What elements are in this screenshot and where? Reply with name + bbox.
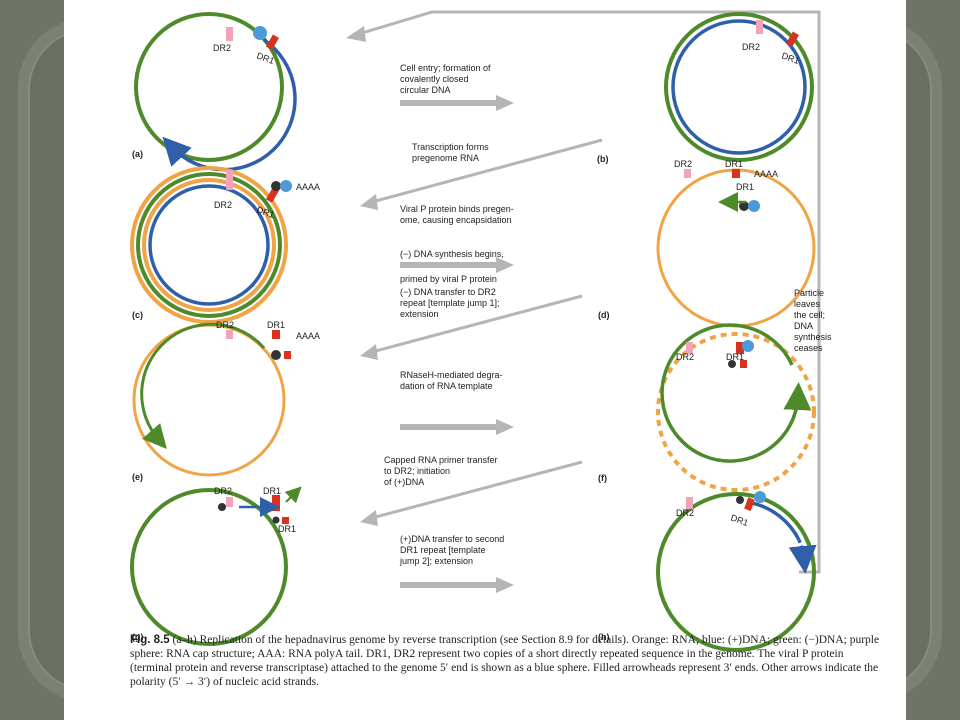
step-7-line-2: to DR2; initiation: [384, 466, 450, 476]
step-1-line-1: Cell entry; formation of: [400, 63, 491, 73]
panel-label-e: (e): [132, 472, 143, 482]
side-note-line-6: ceases: [794, 343, 823, 353]
polya-label: AAAA: [296, 182, 320, 192]
step-4-line-2: primed by viral P protein: [400, 274, 497, 284]
step-3-line-1: Viral P protein binds pregen-: [400, 204, 514, 214]
side-note-line-1: Particle: [794, 288, 824, 298]
step-6-line-1: RNaseH-mediated degra-: [400, 370, 503, 380]
dr2-label: DR2: [742, 42, 760, 52]
panel-b-diagram: DR2 DR1 (b): [597, 12, 814, 164]
dr2-label: DR2: [214, 200, 232, 210]
return-arrowhead: [346, 26, 366, 42]
polya-label: AAAA: [296, 331, 320, 341]
panel-label-a: (a): [132, 149, 143, 159]
panel-label-g: (g): [132, 632, 144, 642]
panel-label-c: (c): [132, 310, 143, 320]
panel-h-diagram: DR2 DR1 (h): [598, 491, 817, 652]
panel-a-diagram: DR2 DR1 (a): [132, 12, 297, 172]
step-8-line-2: DR1 repeat [template: [400, 545, 486, 555]
step-arrow-6: [400, 419, 514, 435]
step-7-line-1: Capped RNA primer transfer: [384, 455, 498, 465]
polya-label: AAAA: [754, 169, 778, 179]
step-5-line-2: repeat [template jump 1];: [400, 298, 500, 308]
step-5-line-1: (−) DNA transfer to DR2: [400, 287, 496, 297]
side-note-line-5: synthesis: [794, 332, 832, 342]
step-3-line-2: ome, causing encapsidation: [400, 215, 512, 225]
step-6-line-2: dation of RNA template: [400, 381, 493, 391]
dr2-label: DR2: [213, 43, 231, 53]
dr1-label: DR1: [729, 512, 749, 528]
dr2-label: DR2: [676, 352, 694, 362]
step-arrow-1: [400, 95, 514, 111]
step-1-line-2: covalently closed: [400, 74, 469, 84]
dr2-label: DR2: [676, 508, 694, 518]
panel-d-diagram: DR2 DR1 AAAA DR1 (d): [598, 159, 816, 328]
panel-g-diagram: DR2 DR1 DR1 (g): [130, 486, 302, 646]
dr2-label: DR2: [214, 486, 232, 496]
step-arrow-3: [400, 257, 514, 273]
diagonal-arrows: [360, 138, 603, 526]
dr1-second-label: DR1: [736, 182, 754, 192]
figure-caption: Fig. 8.5 (a–h) Replication of the hepadn…: [130, 633, 882, 689]
diag-arrowhead-2: [360, 194, 378, 210]
step-5-line-3: extension: [400, 309, 439, 319]
panel-e-diagram: DR2 DR1 AAAA (e): [132, 320, 320, 482]
panel-label-f: (f): [598, 473, 607, 483]
dr1-second-label: DR1: [278, 524, 296, 534]
step-2-line-2: pregenome RNA: [412, 153, 479, 163]
panel-c-diagram: AAAA DR2 DR1 (c): [130, 166, 320, 324]
panel-f-diagram: DR2 DR1 (f): [598, 323, 816, 492]
step-arrow-8: [400, 577, 514, 593]
panel-label-d: (d): [598, 310, 610, 320]
replication-diagram: DR2 DR1 (a) DR2 DR1 (b) AAAA DR2 DR1: [130, 10, 832, 652]
panel-label-b: (b): [597, 154, 609, 164]
dr1-label: DR1: [725, 159, 743, 169]
dr1-label: DR1: [780, 50, 800, 66]
diag-arrowhead-7: [360, 510, 378, 526]
step-8-line-1: (+)DNA transfer to second: [400, 534, 504, 544]
dr2-label: DR2: [674, 159, 692, 169]
step-2-line-1: Transcription forms: [412, 142, 489, 152]
dr1-label: DR1: [263, 486, 281, 496]
dr1-label: DR1: [726, 352, 744, 362]
step-7-line-3: of (+)DNA: [384, 477, 424, 487]
diag-arrowhead-5: [360, 344, 378, 360]
step-4-line-1: (−) DNA synthesis begins,: [400, 249, 504, 259]
step-1-line-3: circular DNA: [400, 85, 451, 95]
step-texts: Cell entry; formation of covalently clos…: [384, 63, 514, 566]
side-note-line-4: DNA: [794, 321, 813, 331]
dr2-label: DR2: [216, 320, 234, 330]
panel-label-h: (h): [598, 632, 610, 642]
side-note: Particle leaves the cell; DNA synthesis …: [794, 288, 832, 353]
side-note-line-2: leaves: [794, 299, 821, 309]
figure-sheet: DR2 DR1 (a) DR2 DR1 (b) AAAA DR2 DR1: [64, 0, 906, 720]
figure-caption-text: (a–h) Replication of the hepadnavirus ge…: [130, 634, 880, 688]
figure-caption-label: Fig. 8.5: [130, 634, 170, 646]
process-arrows: [400, 95, 514, 593]
step-8-line-3: jump 2]; extension: [399, 556, 473, 566]
dr1-label: DR1: [267, 320, 285, 330]
dr1-label: DR1: [255, 204, 275, 220]
side-note-line-3: the cell;: [794, 310, 825, 320]
